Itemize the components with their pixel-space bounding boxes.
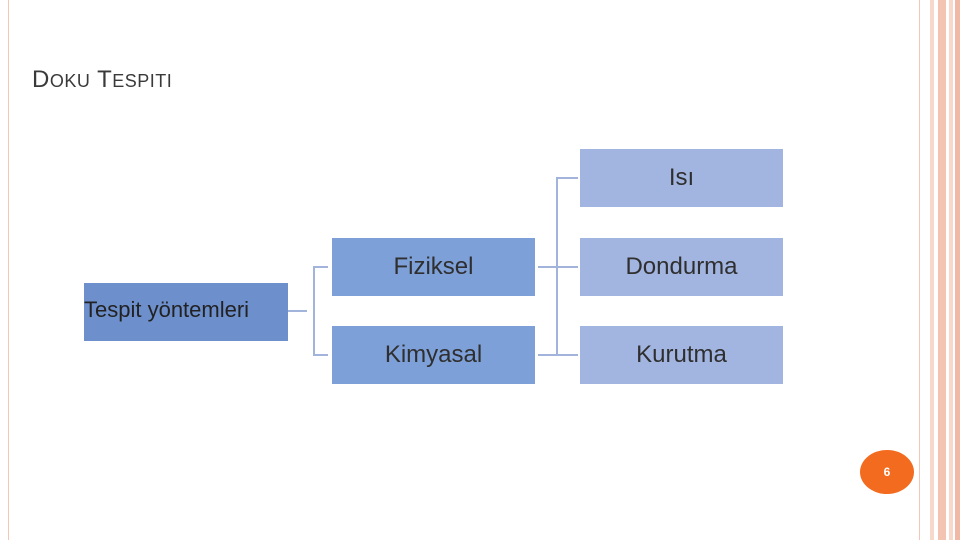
- title-initial-t: T: [97, 66, 113, 93]
- title-rest-espiti: ESPITI: [112, 71, 173, 91]
- root-node-label: Tespit yöntemleri: [84, 297, 250, 322]
- leaf-node-label: Isı: [668, 164, 695, 191]
- connector-root-branches: [288, 266, 328, 356]
- branch-node-kimyasal: Kimyasal: [332, 326, 535, 384]
- leaf-node-isi: Isı: [580, 149, 783, 207]
- branch-node-label: Kimyasal: [384, 341, 483, 368]
- leaf-node-label: Kurutma: [636, 341, 727, 368]
- branch-node-label: Fiziksel: [393, 253, 474, 280]
- title-initial-d: D: [32, 66, 50, 93]
- slide-frame: [8, 0, 920, 540]
- leaf-node-dondurma: Dondurma: [580, 238, 783, 296]
- leaf-node-label: Dondurma: [625, 253, 738, 280]
- page-number: 6: [883, 465, 891, 479]
- border-stripe: [938, 0, 946, 540]
- connector-kimyasal-leaves: [538, 266, 578, 356]
- page-number-badge: 6: [860, 450, 914, 494]
- border-stripe: [930, 0, 934, 540]
- branch-node-fiziksel: Fiziksel: [332, 238, 535, 296]
- border-stripe: [955, 0, 960, 540]
- slide-title: DOKU TESPITI: [32, 66, 172, 94]
- title-rest-oku: OKU: [49, 71, 91, 91]
- leaf-node-kurutma: Kurutma: [580, 326, 783, 384]
- root-node-tespit-yontemleri: Tespit yöntemleri: [84, 283, 288, 341]
- border-stripe: [949, 0, 953, 540]
